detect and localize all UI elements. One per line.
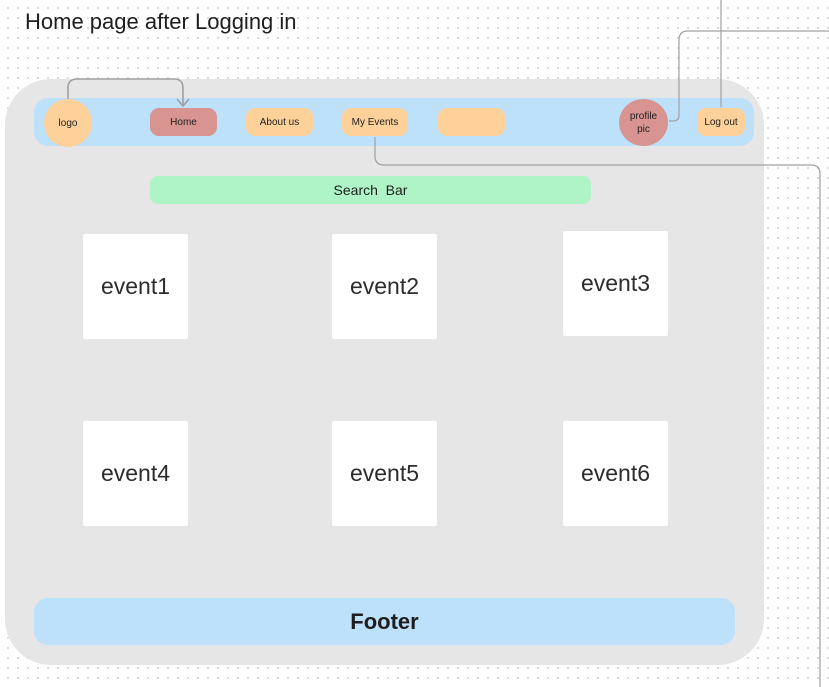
arrowhead-icon: [176, 98, 190, 108]
my-events-button[interactable]: My Events: [342, 108, 408, 136]
logo[interactable]: logo: [44, 99, 92, 147]
home-button[interactable]: Home: [150, 108, 217, 136]
footer: Footer: [34, 598, 735, 645]
event-card-1[interactable]: event1: [83, 234, 188, 339]
profile-pic-avatar[interactable]: profile pic: [619, 99, 668, 146]
page-title: Home page after Logging in: [25, 9, 297, 34]
search-bar[interactable]: Search Bar: [150, 176, 591, 204]
event-card-2[interactable]: event2: [332, 234, 437, 339]
event-card-5[interactable]: event5: [332, 421, 437, 526]
log-out-button[interactable]: Log out: [697, 108, 745, 136]
event-card-6[interactable]: event6: [563, 421, 668, 526]
event-card-4[interactable]: event4: [83, 421, 188, 526]
profile-to-offscreen-connector: [669, 30, 829, 122]
empty-nav-button[interactable]: [438, 108, 505, 136]
logo-to-home-connector: [67, 78, 184, 105]
my-events-to-page-connector: [374, 137, 821, 687]
about-us-button[interactable]: About us: [246, 108, 313, 136]
event-card-3[interactable]: event3: [563, 231, 668, 336]
